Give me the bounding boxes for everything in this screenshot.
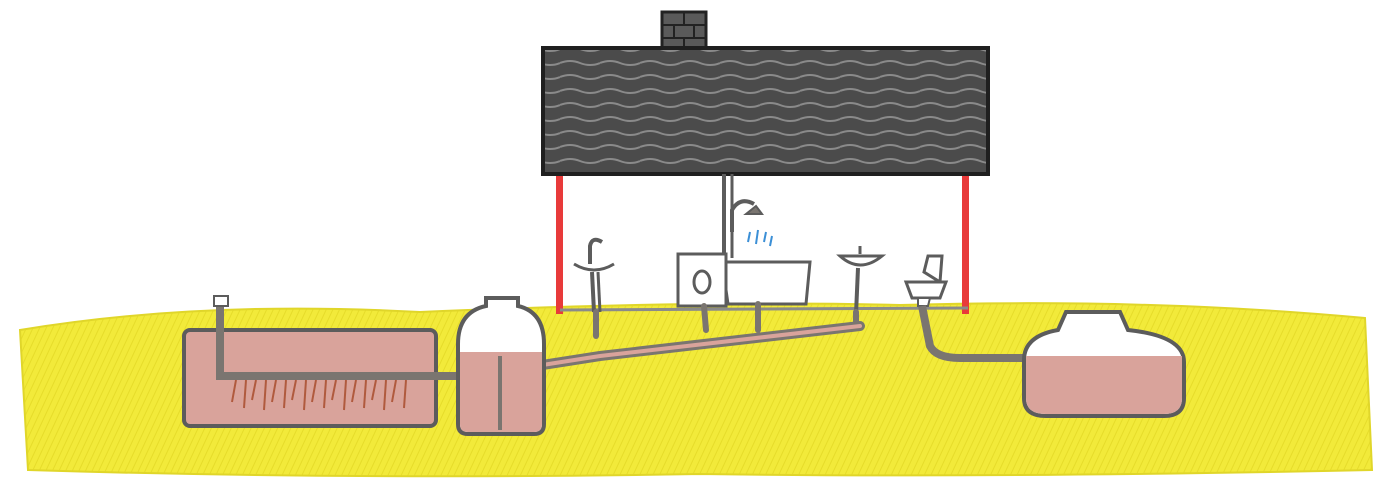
water-drops-icon bbox=[748, 230, 772, 246]
shower-tray-icon bbox=[722, 262, 810, 304]
wall-post-right bbox=[962, 172, 969, 314]
shower-icon bbox=[724, 174, 772, 262]
washing-machine-icon bbox=[678, 254, 726, 306]
faucet-icon bbox=[574, 240, 614, 312]
greywater-tank-icon bbox=[458, 298, 544, 434]
toilet-icon bbox=[906, 256, 946, 306]
roof-icon bbox=[543, 48, 988, 174]
house-floor bbox=[560, 308, 968, 310]
wall-post-left bbox=[556, 172, 563, 314]
